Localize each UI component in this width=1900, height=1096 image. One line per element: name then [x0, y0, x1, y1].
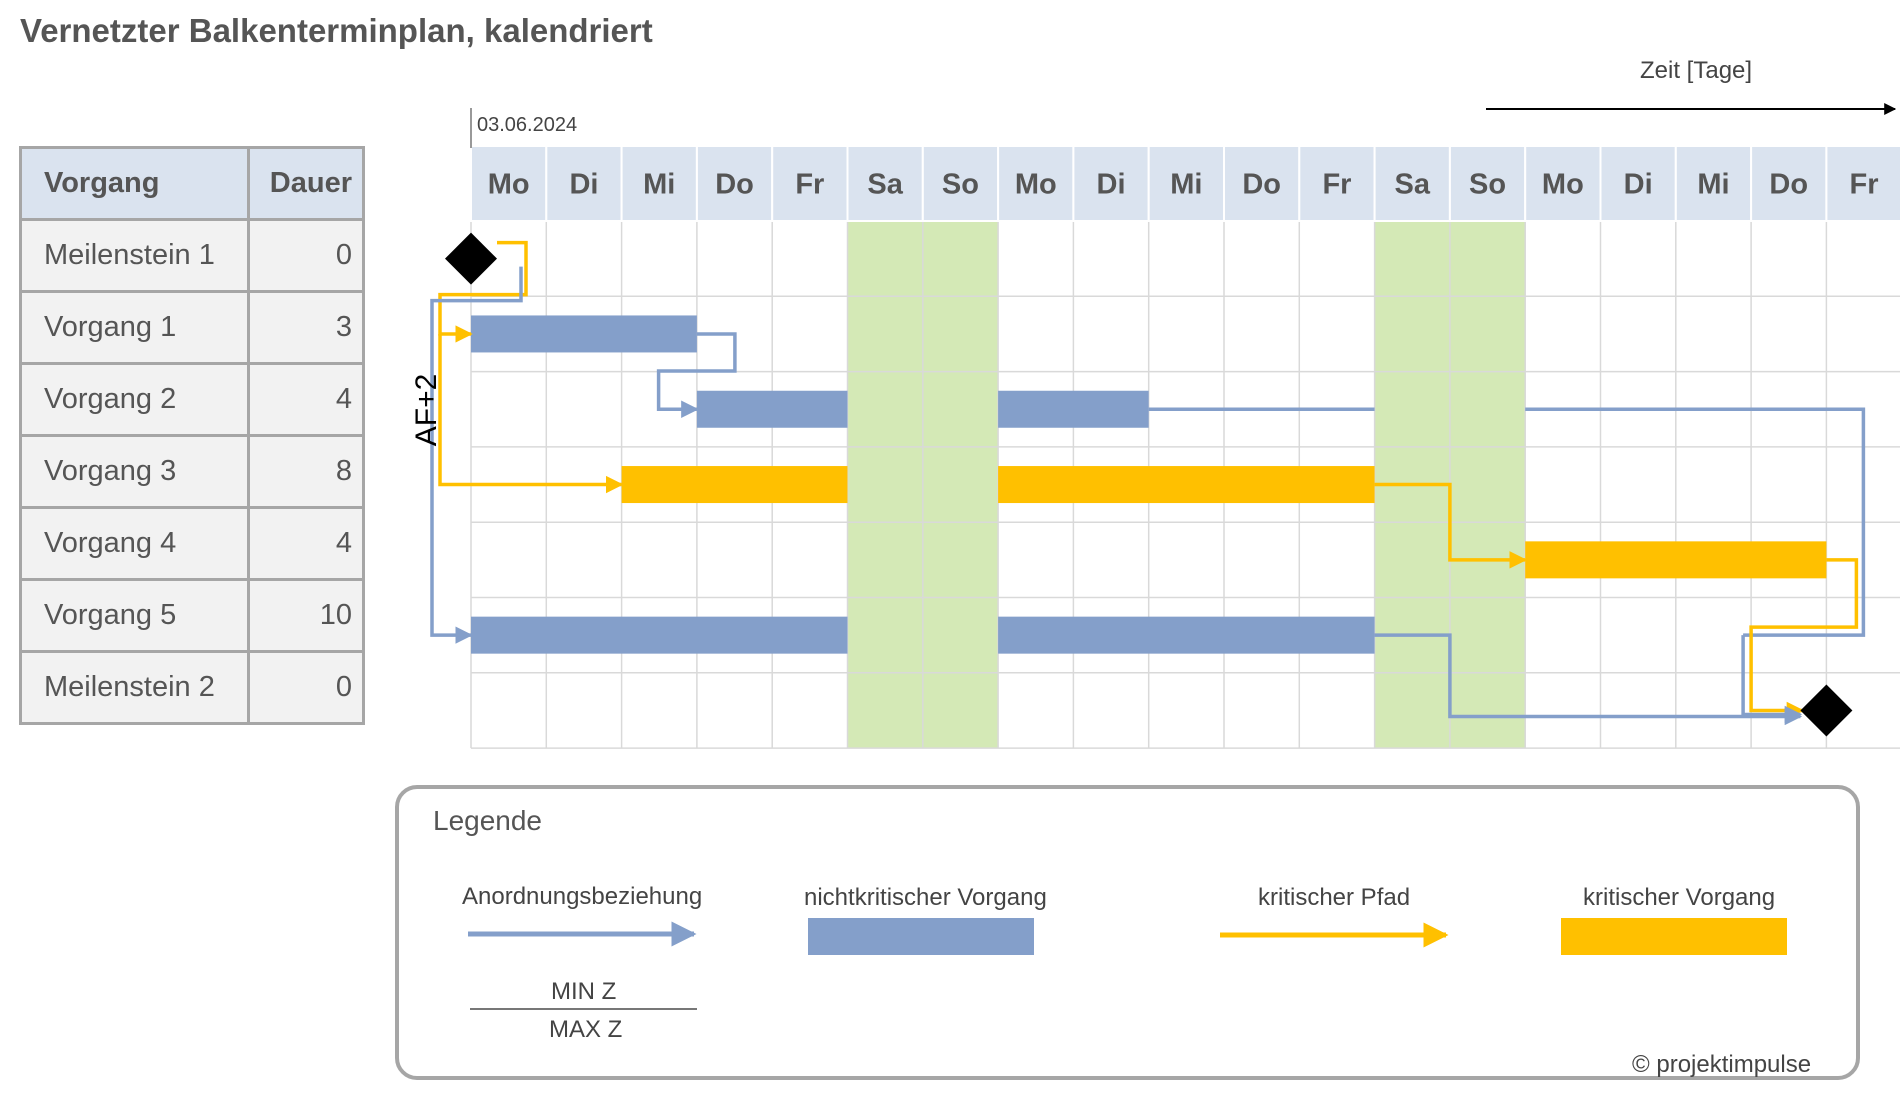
legend-label-dependency: Anordnungsbeziehung: [462, 883, 703, 910]
day-header-label: Di: [1624, 169, 1653, 201]
task-duration: 8: [247, 434, 365, 509]
critical-path-link: [1749, 558, 1859, 720]
legend-label-noncritical: nichtkritischer Vorgang: [804, 884, 1047, 911]
task-name: Meilenstein 1: [19, 218, 250, 293]
day-header-label: Mo: [488, 169, 530, 201]
day-header-cell: [1072, 145, 1150, 222]
task-bar: [471, 616, 848, 654]
day-header-label: Di: [1097, 169, 1126, 201]
day-header-label: Mi: [1697, 169, 1729, 201]
page-title: Vernetzter Balkenterminplan, kalendriert: [20, 12, 653, 49]
day-header-cell: [1599, 145, 1677, 222]
day-header-cell: [846, 145, 924, 222]
legend-label-critical-task: kritischer Vorgang: [1583, 884, 1776, 911]
day-header-cell: [1825, 145, 1900, 222]
task-duration: 0: [247, 650, 365, 725]
dependency-link: [1148, 407, 1866, 637]
dependency-link: [1374, 633, 1803, 726]
day-header-label: Fr: [1850, 169, 1879, 201]
column-header-task: Vorgang: [19, 146, 250, 221]
task-bar: [696, 390, 848, 428]
task-name: Vorgang 5: [19, 578, 250, 653]
legend-max-label: MAX Z: [549, 1016, 623, 1043]
day-header-label: Fr: [795, 169, 824, 201]
day-header-cell: [1298, 145, 1376, 222]
task-name: Vorgang 4: [19, 506, 250, 581]
task-bar: [1525, 541, 1827, 579]
table-header-row: Vorgang Dauer: [19, 146, 365, 221]
column-header-duration: Dauer: [247, 146, 365, 221]
day-header-cell: [997, 145, 1075, 222]
day-header-cell: [771, 145, 849, 222]
task-bar: [621, 466, 848, 504]
task-duration: 3: [247, 290, 365, 365]
day-header-label: Di: [569, 169, 598, 201]
critical-path-link: [1374, 482, 1527, 569]
day-header-label: Mi: [643, 169, 675, 201]
critical-path-link: [438, 240, 528, 343]
task-bar: [471, 315, 697, 353]
legend-min-label: MIN Z: [551, 978, 617, 1005]
dependency-link: [656, 332, 737, 418]
day-header-label: Fr: [1322, 169, 1351, 201]
day-header-label: Do: [1242, 169, 1281, 201]
task-duration: 4: [247, 506, 365, 581]
milestone-diamond: [445, 232, 497, 285]
legend-title: Legende: [433, 805, 543, 836]
task-duration: 4: [247, 362, 365, 437]
task-name: Vorgang 2: [19, 362, 250, 437]
lag-label: AF+2: [410, 374, 443, 447]
legend-label-critical-path: kritischer Pfad: [1258, 884, 1411, 911]
weekend-column: [847, 221, 923, 749]
day-header-label: Sa: [867, 169, 903, 201]
day-header-label: So: [942, 169, 979, 201]
day-header-cell: [1448, 145, 1527, 222]
milestone-diamond: [1800, 684, 1853, 737]
day-header-cell: [470, 145, 548, 222]
day-header-label: Mo: [1015, 169, 1057, 201]
day-header-cell: [695, 145, 774, 222]
weekend-column: [1449, 221, 1526, 749]
day-header-label: So: [1469, 169, 1506, 201]
day-header-cell: [1373, 145, 1451, 222]
day-header-cell: [921, 145, 1000, 222]
start-date-label: 03.06.2024: [477, 114, 578, 136]
day-header-cell: [1750, 145, 1828, 222]
dependency-link: [430, 266, 523, 644]
task-bar: [998, 466, 1375, 504]
critical-path-link: [438, 333, 624, 494]
day-header-label: Do: [715, 169, 754, 201]
day-header-label: Do: [1769, 169, 1808, 201]
task-bar: [998, 390, 1149, 428]
task-name: Vorgang 3: [19, 434, 250, 509]
day-header-label: Mo: [1542, 169, 1584, 201]
day-header-label: Sa: [1395, 169, 1431, 201]
day-header-label: Mi: [1170, 169, 1202, 201]
day-header-cell: [620, 145, 698, 222]
task-duration: 0: [247, 218, 365, 293]
day-header-cell: [1674, 145, 1753, 222]
day-header-cell: [1524, 145, 1602, 222]
time-axis-label: Zeit [Tage]: [1640, 57, 1753, 84]
copyright: © projektimpulse: [1632, 1051, 1812, 1078]
task-bar: [998, 616, 1375, 654]
weekend-column: [922, 221, 999, 749]
legend-box: [395, 785, 1860, 1080]
task-name: Vorgang 1: [19, 290, 250, 365]
dependency-link: [1741, 635, 1803, 724]
task-duration: 10: [247, 578, 365, 653]
task-name: Meilenstein 2: [19, 650, 250, 725]
